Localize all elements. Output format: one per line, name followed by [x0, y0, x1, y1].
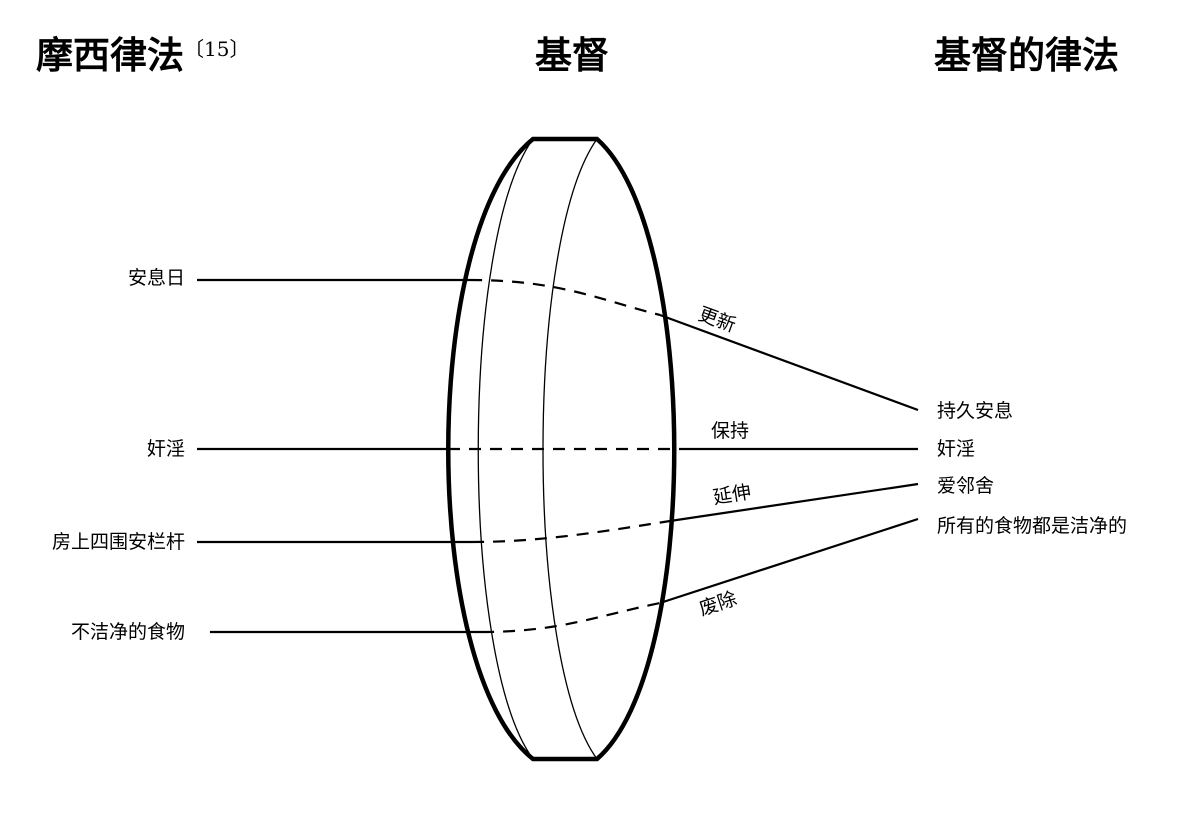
right-item: 所有的食物都是洁净的: [937, 515, 1128, 537]
lens-front-edge: [542, 138, 598, 760]
left-item: 不洁净的食物: [70, 621, 185, 643]
footnote-ref: 〔15〕: [184, 37, 250, 61]
left-item: 奸淫: [146, 438, 185, 460]
left-item: 房上四围安栏杆: [51, 531, 185, 553]
title-mosaic-law: 摩西律法〔15〕: [36, 33, 250, 77]
ray-parapet: [197, 482, 919, 544]
ray-sabbath: [197, 278, 919, 412]
title-law-of-christ: 基督的律法: [934, 33, 1119, 77]
title-christ: 基督: [535, 33, 609, 77]
left-item: 安息日: [127, 267, 185, 289]
lens-inner-edge: [477, 138, 534, 760]
ray-unclean-food: [210, 517, 919, 634]
right-item: 持久安息: [937, 400, 1014, 422]
right-item: 奸淫: [937, 438, 976, 460]
right-item: 爱邻舍: [937, 475, 995, 497]
label-keep: 保持: [711, 420, 750, 442]
